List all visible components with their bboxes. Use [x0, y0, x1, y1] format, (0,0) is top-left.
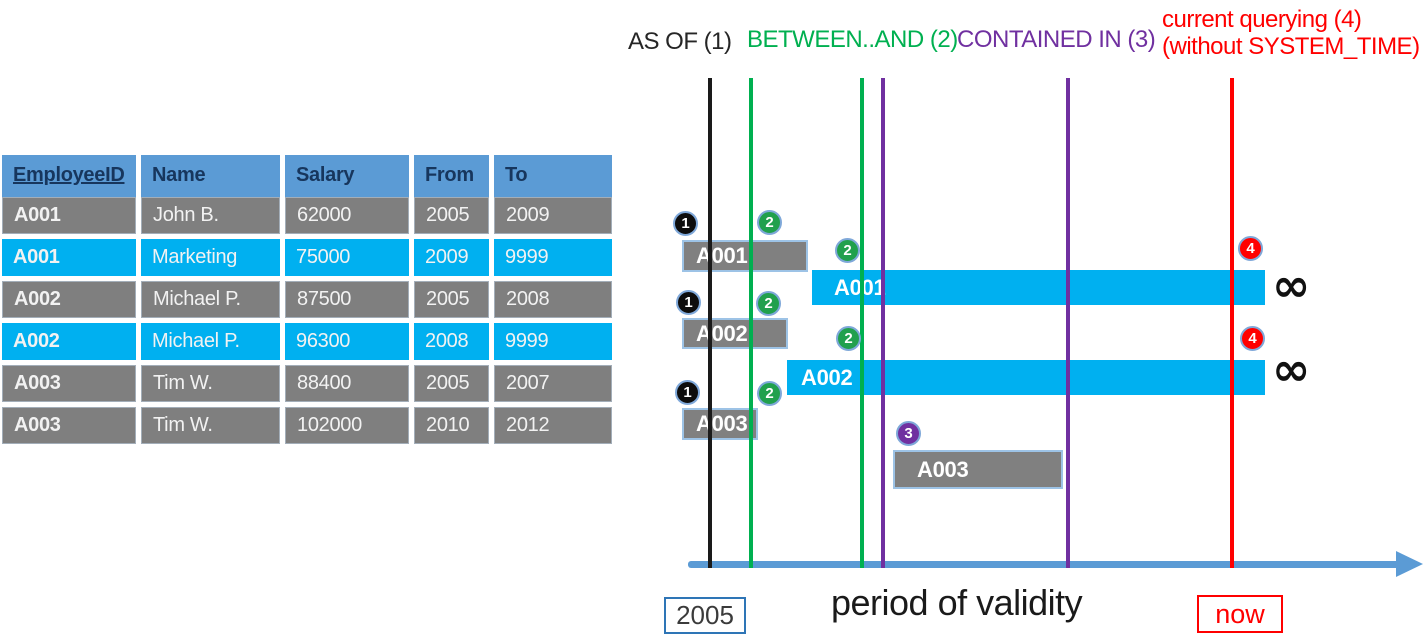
table-cell: A003	[2, 407, 136, 444]
bar-label: A002	[696, 320, 748, 346]
table-cell: A001	[2, 197, 136, 234]
infinity-symbol: ∞	[1272, 342, 1311, 396]
table-cell: 2005	[414, 197, 489, 234]
table-cell: 9999	[494, 323, 612, 360]
table-cell: 2005	[414, 365, 489, 402]
employee-table: EmployeeID Name Salary From To A001 John…	[2, 155, 612, 444]
time-axis-arrowhead	[1396, 551, 1423, 577]
bar-label: A002	[801, 364, 853, 390]
now-label: now	[1215, 598, 1265, 629]
bar-a001-current: A001	[812, 270, 1265, 305]
legend-contained-in: CONTAINED IN (3)	[957, 26, 1156, 53]
table-cell: 2007	[494, 365, 612, 402]
axis-title: period of validity	[831, 582, 1083, 623]
table-cell: Tim W.	[141, 407, 280, 444]
start-year-box: 2005	[664, 597, 746, 634]
badge-3: 3	[896, 421, 921, 446]
table-cell: Michael P.	[141, 323, 280, 360]
table-cell: 87500	[285, 281, 409, 318]
table-cell: 2008	[414, 323, 489, 360]
badge-2: 2	[836, 326, 861, 351]
table-cell: 102000	[285, 407, 409, 444]
table-cell: 62000	[285, 197, 409, 234]
badge-2: 2	[757, 210, 782, 235]
between-start-line	[749, 78, 753, 568]
table-cell: John B.	[141, 197, 280, 234]
now-line	[1230, 78, 1234, 568]
badge-4: 4	[1240, 326, 1265, 351]
badge-1: 1	[675, 380, 700, 405]
time-axis	[688, 561, 1400, 568]
badge-4: 4	[1238, 236, 1263, 261]
infinity-symbol: ∞	[1272, 258, 1311, 312]
table-cell: 2010	[414, 407, 489, 444]
badge-2: 2	[835, 238, 860, 263]
table-cell: 96300	[285, 323, 409, 360]
bar-a003-history-2: A003	[893, 450, 1063, 489]
bar-a003-history-1: A003	[682, 408, 758, 440]
table-cell: 2009	[414, 239, 489, 276]
between-end-line	[860, 78, 864, 568]
badge-2: 2	[757, 381, 782, 406]
as-of-line	[708, 78, 712, 568]
table-cell: 2005	[414, 281, 489, 318]
legend-as-of: AS OF (1)	[628, 28, 732, 55]
bar-a001-history: A001	[682, 240, 808, 272]
bar-label: A001	[834, 275, 886, 301]
table-cell: 75000	[285, 239, 409, 276]
legend-between-and: BETWEEN..AND (2)	[747, 26, 958, 53]
legend-current-querying-line2: (without SYSTEM_TIME)	[1162, 33, 1420, 60]
legend-current-querying-line1: current querying (4)	[1162, 6, 1362, 33]
table-cell: 9999	[494, 239, 612, 276]
badge-2: 2	[756, 291, 781, 316]
badge-1: 1	[676, 290, 701, 315]
table-cell: 88400	[285, 365, 409, 402]
table-cell: A002	[2, 281, 136, 318]
table-cell: Michael P.	[141, 281, 280, 318]
bar-label: A001	[696, 243, 748, 268]
bar-label: A003	[917, 456, 969, 482]
table-cell: A001	[2, 239, 136, 276]
badge-1: 1	[673, 211, 698, 236]
bar-a002-current: A002	[787, 360, 1265, 395]
table-cell: 2008	[494, 281, 612, 318]
table-cell: 2012	[494, 407, 612, 444]
start-year-label: 2005	[676, 600, 734, 630]
now-box: now	[1197, 595, 1283, 633]
contained-end-line	[1066, 78, 1070, 568]
legend-current-querying: current querying (4) (without SYSTEM_TIM…	[1162, 6, 1420, 60]
table-cell: Marketing	[141, 239, 280, 276]
contained-start-line	[881, 78, 885, 568]
table-cell: A002	[2, 323, 136, 360]
table-cell: 2009	[494, 197, 612, 234]
bar-label: A003	[696, 411, 748, 436]
table-cell: Tim W.	[141, 365, 280, 402]
bar-a002-history: A002	[682, 318, 788, 349]
table-cell: A003	[2, 365, 136, 402]
